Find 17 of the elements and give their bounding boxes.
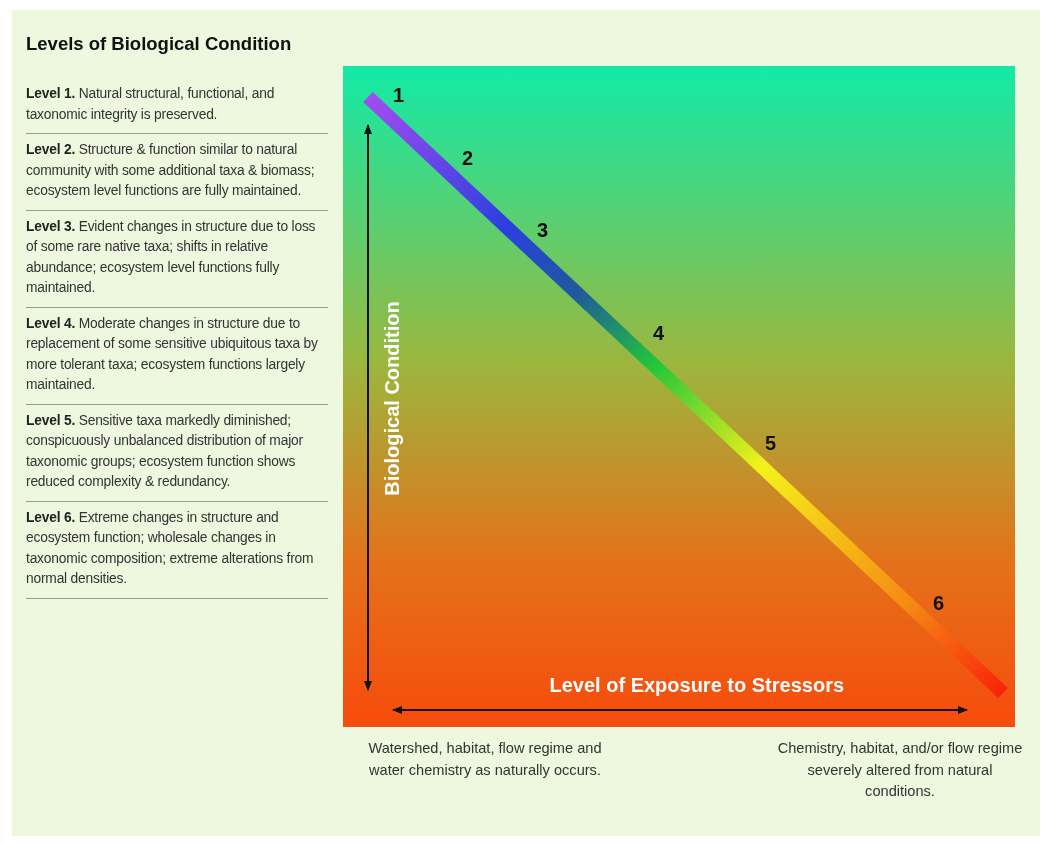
level-description: Level 1. Natural structural, functional, and taxonomic integrity is preserved. [26, 78, 328, 134]
level-description: Level 6. Extreme changes in structure and ecosystem function; wholesale changes in taxonomic composition; extreme alterations from normal densities. [26, 501, 328, 599]
level-description: Level 3. Evident changes in structure due to loss of some rare native taxa; shifts in relative abundance; ecosystem level functions fully maintained. [26, 210, 328, 308]
level-number: 6 [933, 592, 945, 615]
level-number: 3 [537, 219, 549, 242]
axis-label: Level of Exposure to Stressors [549, 674, 845, 697]
level-description: Level 2. Structure & function similar to natural community with some additional taxa & biomass; ecosystem level functions are fully maintained. [26, 134, 328, 211]
axis-note: Watershed, habitat, flow regime and water chemistry as naturally occurs. [367, 739, 603, 780]
axis-note: Chemistry, habitat, and/or flow regime severely altered from natural conditions. [776, 739, 1024, 801]
level-number: 5 [765, 432, 777, 455]
axis-label: Biological Condition [380, 300, 404, 496]
level-number: 4 [653, 322, 665, 345]
level-description: Level 4. Moderate changes in structure due to replacement of some sensitive ubiquitous taxa by more tolerant taxa; ecosystem functions largely maintained. [26, 307, 328, 405]
level-number: 1 [393, 84, 405, 107]
level-description: Level 5. Sensitive taxa markedly diminished; conspicuously unbalanced distribution of major taxonomic groups; ecosystem function shows reduced complexity & redundancy. [26, 404, 328, 502]
heading: Levels of Biological Condition [26, 33, 292, 55]
level-number: 2 [462, 147, 474, 170]
